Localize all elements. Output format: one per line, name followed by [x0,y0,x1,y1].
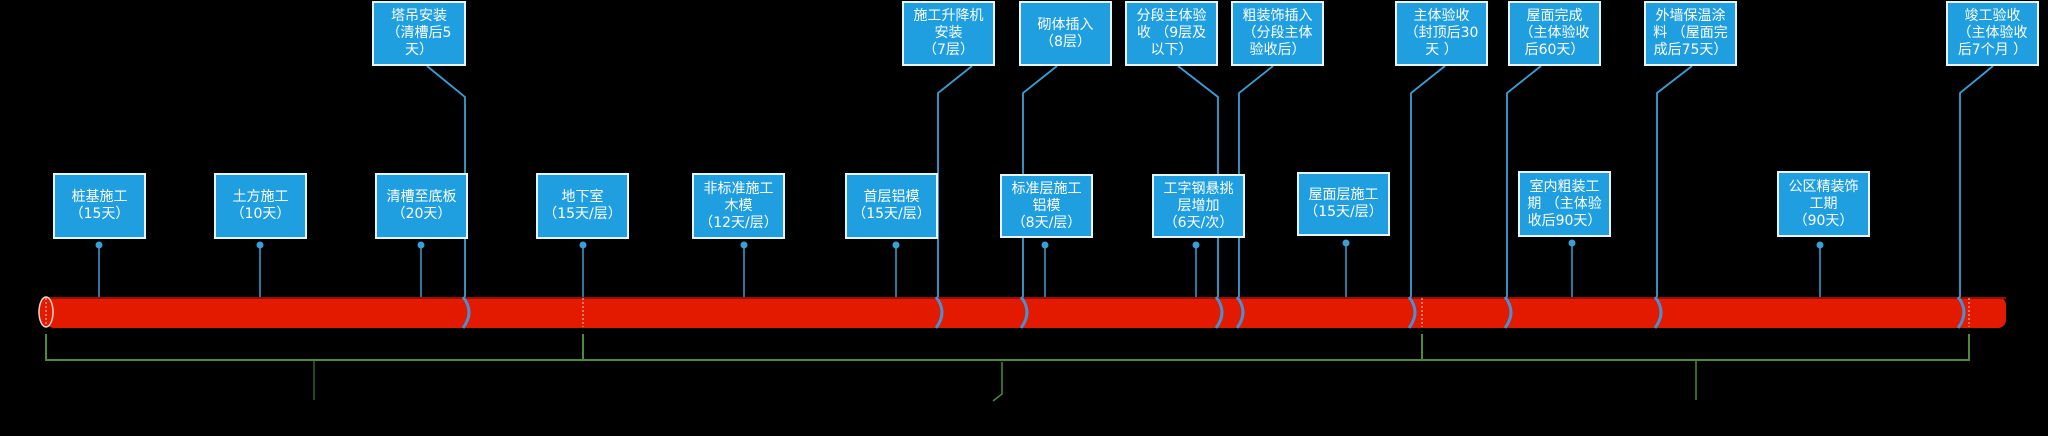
phase-box-public-area-fine-decoration: 公区精装饰 工期 （90天） [1777,171,1870,237]
phase-pin-dot [1568,239,1576,247]
phase-box-steel-cantilever-layer: 工字钢悬挑 层增加 （6天/次） [1152,174,1245,238]
milestone-box-structure-acceptance: 主体验收 （封顶后30 天 ） [1395,1,1488,66]
bracket-stem-2 [992,362,1003,402]
phase-box-earthwork: 土方施工 （10天） [214,173,307,239]
milestone-leader-line [1959,65,1994,297]
phase-pin-dot [1816,241,1824,249]
milestone-marker-arc [1956,296,1966,329]
phase-pin-dot [892,241,900,249]
phase-pin-dot [1342,239,1350,247]
phase-pin-dot [417,241,425,249]
phase-pin-dot [95,241,103,249]
phase-pin-dot [1041,241,1049,249]
milestone-leader-line [1506,65,1542,297]
phase-box-clear-trench-to-floor: 清槽至底板 （20天） [375,173,468,239]
milestone-box-roof-completion: 屋面完成 （主体验收 后60天） [1508,1,1601,66]
phase-pin-dot [579,241,587,249]
milestone-marker-arc [1235,296,1245,329]
phase-box-standard-floor-aluminum-formwork: 标准层施工 铝模 （8天/层） [1000,174,1093,238]
milestone-marker-arc [1214,296,1224,329]
milestone-box-tower-crane-install: 塔吊安装 （清槽后5 天） [372,1,466,66]
phase-box-first-floor-aluminum-formwork: 首层铝模 （15天/层） [845,173,938,239]
milestone-marker-arc [1503,296,1513,329]
phase-box-roof-layer: 屋面层施工 （15天/层） [1297,172,1390,236]
milestone-marker-arc [934,296,944,329]
milestone-leader-line [937,65,973,297]
phase-box-basement: 地下室 （15天/层） [536,173,629,239]
phase-box-pile-foundation: 桩基施工 （15天） [53,173,146,239]
milestone-marker-arc [461,296,471,329]
milestone-box-exterior-insulation-coating: 外墙保温涂 料 （屋面完 成后75天） [1644,1,1737,66]
phase-box-nonstandard-wood-formwork: 非标准施工 木模 （12天/层） [692,173,785,239]
milestone-box-rough-decoration-insertion: 粗装饰插入 （分段主体 验收后） [1231,1,1324,66]
timeline-bar-top-edge [46,297,2006,299]
milestone-leader-line [1410,65,1446,297]
milestone-box-construction-elevator-install: 施工升降机 安装 （7层） [902,1,995,66]
milestone-box-completion-acceptance: 竣工验收 （主体验收 后7个月 ） [1946,1,2039,66]
phase-bracket [45,334,1970,402]
milestone-marker-arc [1407,296,1417,329]
milestone-leader-line [1656,65,1693,297]
milestone-box-masonry-insertion: 砌体插入 （8层） [1019,1,1112,66]
milestone-box-staged-structure-acceptance: 分段主体验 收 （9层及 以下） [1125,1,1218,66]
phase-box-interior-rough-decoration: 室内粗装工 期 （主体验 收后90天） [1518,171,1611,237]
milestone-marker-arc [1653,296,1663,329]
phase-pin-dot [740,241,748,249]
phase-pin-dot [256,241,264,249]
phase-pin-dot [1192,241,1200,249]
milestone-marker-arc [1019,296,1029,329]
bracket-main-line [45,334,1970,361]
